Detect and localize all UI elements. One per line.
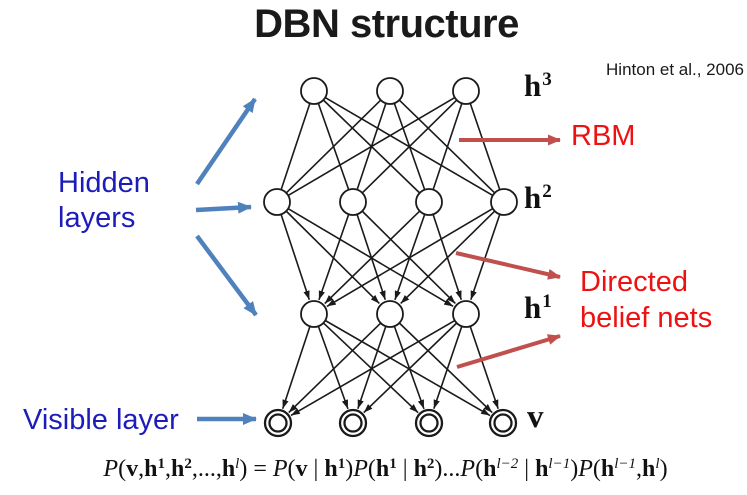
joint-distribution-formula: P(v,h1,h2,...,hl) = P(v | h1)P(h1 | h2).… xyxy=(103,456,668,482)
hidden-to-h3-arrow xyxy=(195,97,257,186)
directed-edge xyxy=(290,320,455,417)
page-title: DBN structure xyxy=(254,2,519,46)
undirected-edge xyxy=(432,103,463,190)
h1-node-3 xyxy=(452,300,480,328)
h2-node-1 xyxy=(263,188,291,216)
hidden-to-h2-arrow xyxy=(195,201,252,214)
directed-edge xyxy=(280,214,311,301)
h3-node-1 xyxy=(300,77,328,105)
hidden-layers-label: Hidden layers xyxy=(58,166,150,236)
layer-label-h3: h3 xyxy=(524,68,552,103)
layer-label-h1: h1 xyxy=(524,290,552,325)
directed-edge xyxy=(326,208,493,308)
layer-label-v: v xyxy=(527,399,544,435)
directed-edge xyxy=(470,214,501,301)
v-node-2-inner-ring xyxy=(343,413,363,433)
h2-node-3 xyxy=(415,188,443,216)
directed-edge xyxy=(399,322,493,414)
directed-line2: belief nets xyxy=(580,302,713,334)
directed-edge xyxy=(400,210,495,305)
directed-edge xyxy=(324,210,420,305)
directed-belief-nets-label: Directed belief nets xyxy=(580,264,712,336)
hidden-to-h1-arrow xyxy=(195,234,258,317)
directed-line1: Directed xyxy=(580,266,688,298)
undirected-edge xyxy=(469,103,501,190)
hidden-layers-line1: Hidden xyxy=(58,167,150,199)
directed-pointer-2-arrow xyxy=(456,334,561,369)
hidden-layers-line2: layers xyxy=(58,202,136,234)
visible-layer-label: Visible layer xyxy=(23,404,179,436)
h1-node-2 xyxy=(376,300,404,328)
h1-node-1 xyxy=(300,300,328,328)
directed-edge xyxy=(317,326,349,410)
undirected-edge xyxy=(286,99,381,194)
directed-edge xyxy=(281,326,311,410)
v-node-3-inner-ring xyxy=(419,413,439,433)
directed-edge xyxy=(469,326,499,410)
undirected-edge xyxy=(288,97,455,196)
v-node-4-inner-ring xyxy=(493,413,513,433)
directed-edge xyxy=(318,214,350,301)
h3-node-2 xyxy=(376,77,404,105)
h2-node-2 xyxy=(339,188,367,216)
rbm-label: RBM xyxy=(571,120,636,152)
undirected-edge xyxy=(362,99,457,194)
directed-edge xyxy=(325,320,491,417)
layer-label-h2: h2 xyxy=(524,180,552,215)
directed-edge xyxy=(433,326,463,410)
v-node-1-inner-ring xyxy=(268,413,288,433)
directed-pointer-1-arrow xyxy=(455,251,561,280)
h3-node-3 xyxy=(452,77,480,105)
h2-node-4 xyxy=(490,188,518,216)
directed-edge xyxy=(288,322,381,414)
undirected-edge xyxy=(280,103,311,190)
citation-text: Hinton et al., 2006 xyxy=(606,60,744,79)
directed-edge xyxy=(363,322,457,414)
